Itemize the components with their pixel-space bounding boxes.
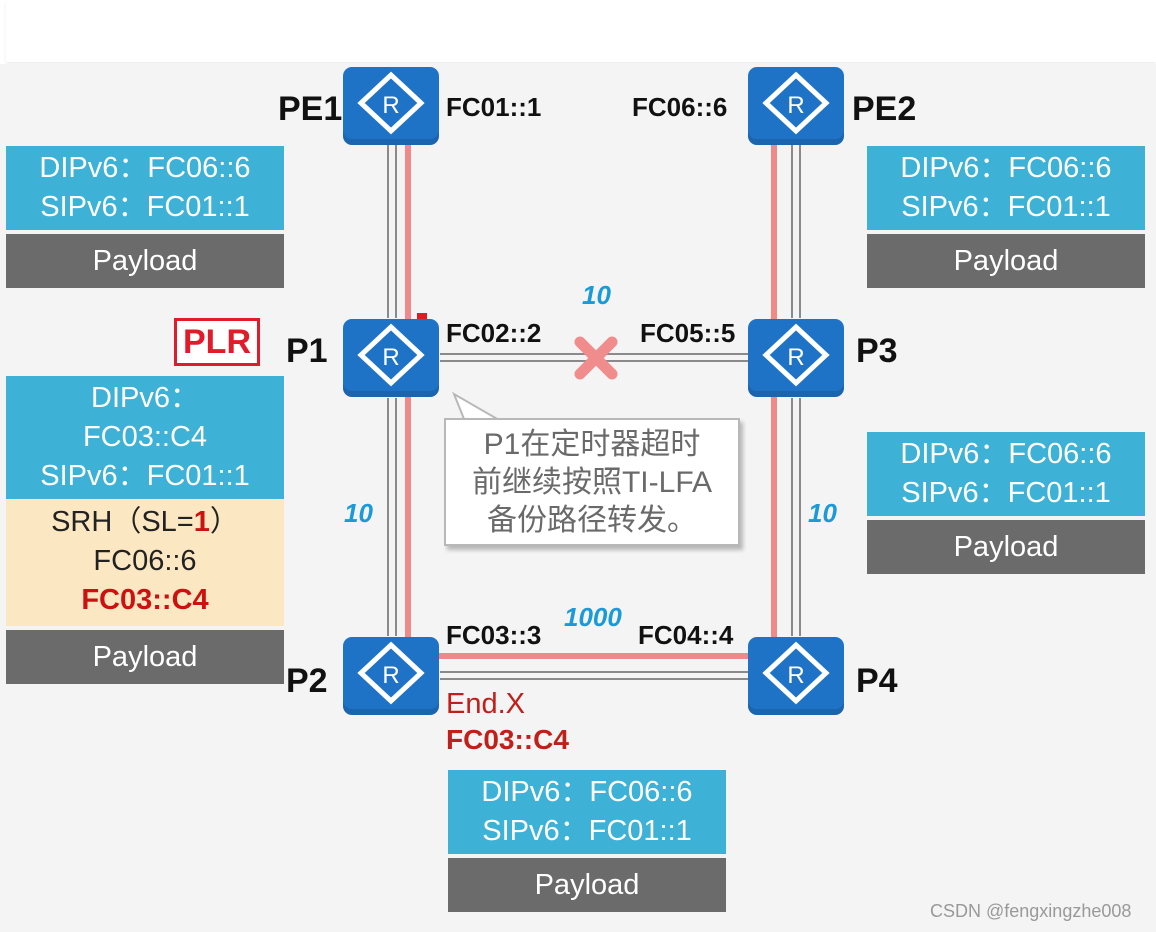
svg-text:R: R [787,344,804,371]
addr-p2: FC03::3 [446,620,542,650]
node-name-p4: P4 [856,662,898,700]
payload-block: Payload [6,630,284,684]
node-name-pe1: PE1 [278,90,343,128]
callout-line: P1在定时器超时 [483,428,701,461]
svg-text:R: R [787,92,804,119]
ipv6-header: DIPv6：FC06::6 SIPv6：FC01::1 [867,146,1145,230]
srh-block: SRH（SL=1） FC06::6 FC03::C4 [6,499,284,626]
dip-line: DIPv6：FC06::6 [900,438,1112,470]
svg-text:R: R [382,662,399,689]
metric-p2-p4: 1000 [564,602,622,632]
sip-line: SIPv6：FC01::1 [901,191,1111,223]
packet-bottom: DIPv6：FC06::6 SIPv6：FC01::1 Payload [448,770,726,912]
end-x-label: End.X [446,688,525,720]
dip-line: DIPv6：FC06::6 [39,152,251,184]
dip-label: DIPv6： [91,382,199,414]
dip-line: DIPv6：FC06::6 [900,152,1112,184]
top-blank-bar [6,0,1156,62]
metric-p1-p3: 10 [582,280,611,310]
router-icon: R [357,641,425,705]
plr-badge: PLR [174,318,260,366]
payload-block: Payload [6,234,284,288]
router-icon: R [357,71,425,135]
ipv6-header: DIPv6： FC03::C4 SIPv6：FC01::1 [6,376,284,499]
router-icon: R [357,323,425,387]
payload-block: Payload [448,858,726,912]
packet-left-srh: DIPv6： FC03::C4 SIPv6：FC01::1 SRH（SL=1） … [6,376,284,684]
watermark: CSDN @fengxingzhe008 [930,901,1132,921]
srh-segment-active: FC03::C4 [81,584,209,616]
router-p4: R [748,637,844,715]
router-icon: R [762,641,830,705]
packet-right-mid: DIPv6：FC06::6 SIPv6：FC01::1 Payload [867,432,1145,574]
srh-segment: FC06::6 [93,545,197,577]
sip-line: SIPv6：FC01::1 [40,460,250,492]
svg-text:R: R [382,92,399,119]
router-icon: R [762,71,830,135]
sip-line: SIPv6：FC01::1 [901,477,1111,509]
callout-note: P1在定时器超时 前继续按照TI-LFA 备份路径转发。 [444,418,740,546]
backup-path [405,100,777,659]
router-pe1: R [343,67,439,145]
addr-p1: FC02::2 [446,318,542,348]
addr-pe1: FC01::1 [446,92,542,122]
router-p2: R [343,637,439,715]
metric-p3-p4: 10 [808,498,837,528]
sip-line: SIPv6：FC01::1 [40,191,250,223]
packet-right-top: DIPv6：FC06::6 SIPv6：FC01::1 Payload [867,146,1145,288]
callout-line: 备份路径转发。 [487,504,697,537]
ipv6-header: DIPv6：FC06::6 SIPv6：FC01::1 [867,432,1145,516]
router-p3: R [748,319,844,397]
srh-suffix: ） [209,506,239,538]
router-pe2: R [748,67,844,145]
node-name-pe2: PE2 [852,90,917,128]
packet-left-top: DIPv6：FC06::6 SIPv6：FC01::1 Payload [6,146,284,288]
svg-text:R: R [382,344,399,371]
sip-line: SIPv6：FC01::1 [482,815,692,847]
ipv6-header: DIPv6：FC06::6 SIPv6：FC01::1 [448,770,726,854]
payload-block: Payload [867,234,1145,288]
node-name-p1: P1 [286,332,328,370]
callout-line: 前继续按照TI-LFA [471,466,712,499]
router-icon: R [762,323,830,387]
svg-text:R: R [787,662,804,689]
dip-line: DIPv6：FC06::6 [481,776,693,808]
srh-prefix: SRH（SL= [51,506,194,538]
metric-p1-p2: 10 [344,498,373,528]
payload-block: Payload [867,520,1145,574]
srh-line: SRH（SL=1） [6,503,284,542]
ipv6-header: DIPv6：FC06::6 SIPv6：FC01::1 [6,146,284,230]
node-name-p3: P3 [856,332,898,370]
addr-p4: FC04::4 [638,620,734,650]
node-name-p2: P2 [286,662,328,700]
end-x-sid: FC03::C4 [446,724,569,755]
router-p1: R [343,319,439,397]
addr-p3: FC05::5 [640,318,736,348]
dip-value: FC03::C4 [82,421,208,453]
link-failure-icon [574,336,618,380]
srh-sl: 1 [193,506,210,538]
addr-pe2: FC06::6 [632,92,728,122]
